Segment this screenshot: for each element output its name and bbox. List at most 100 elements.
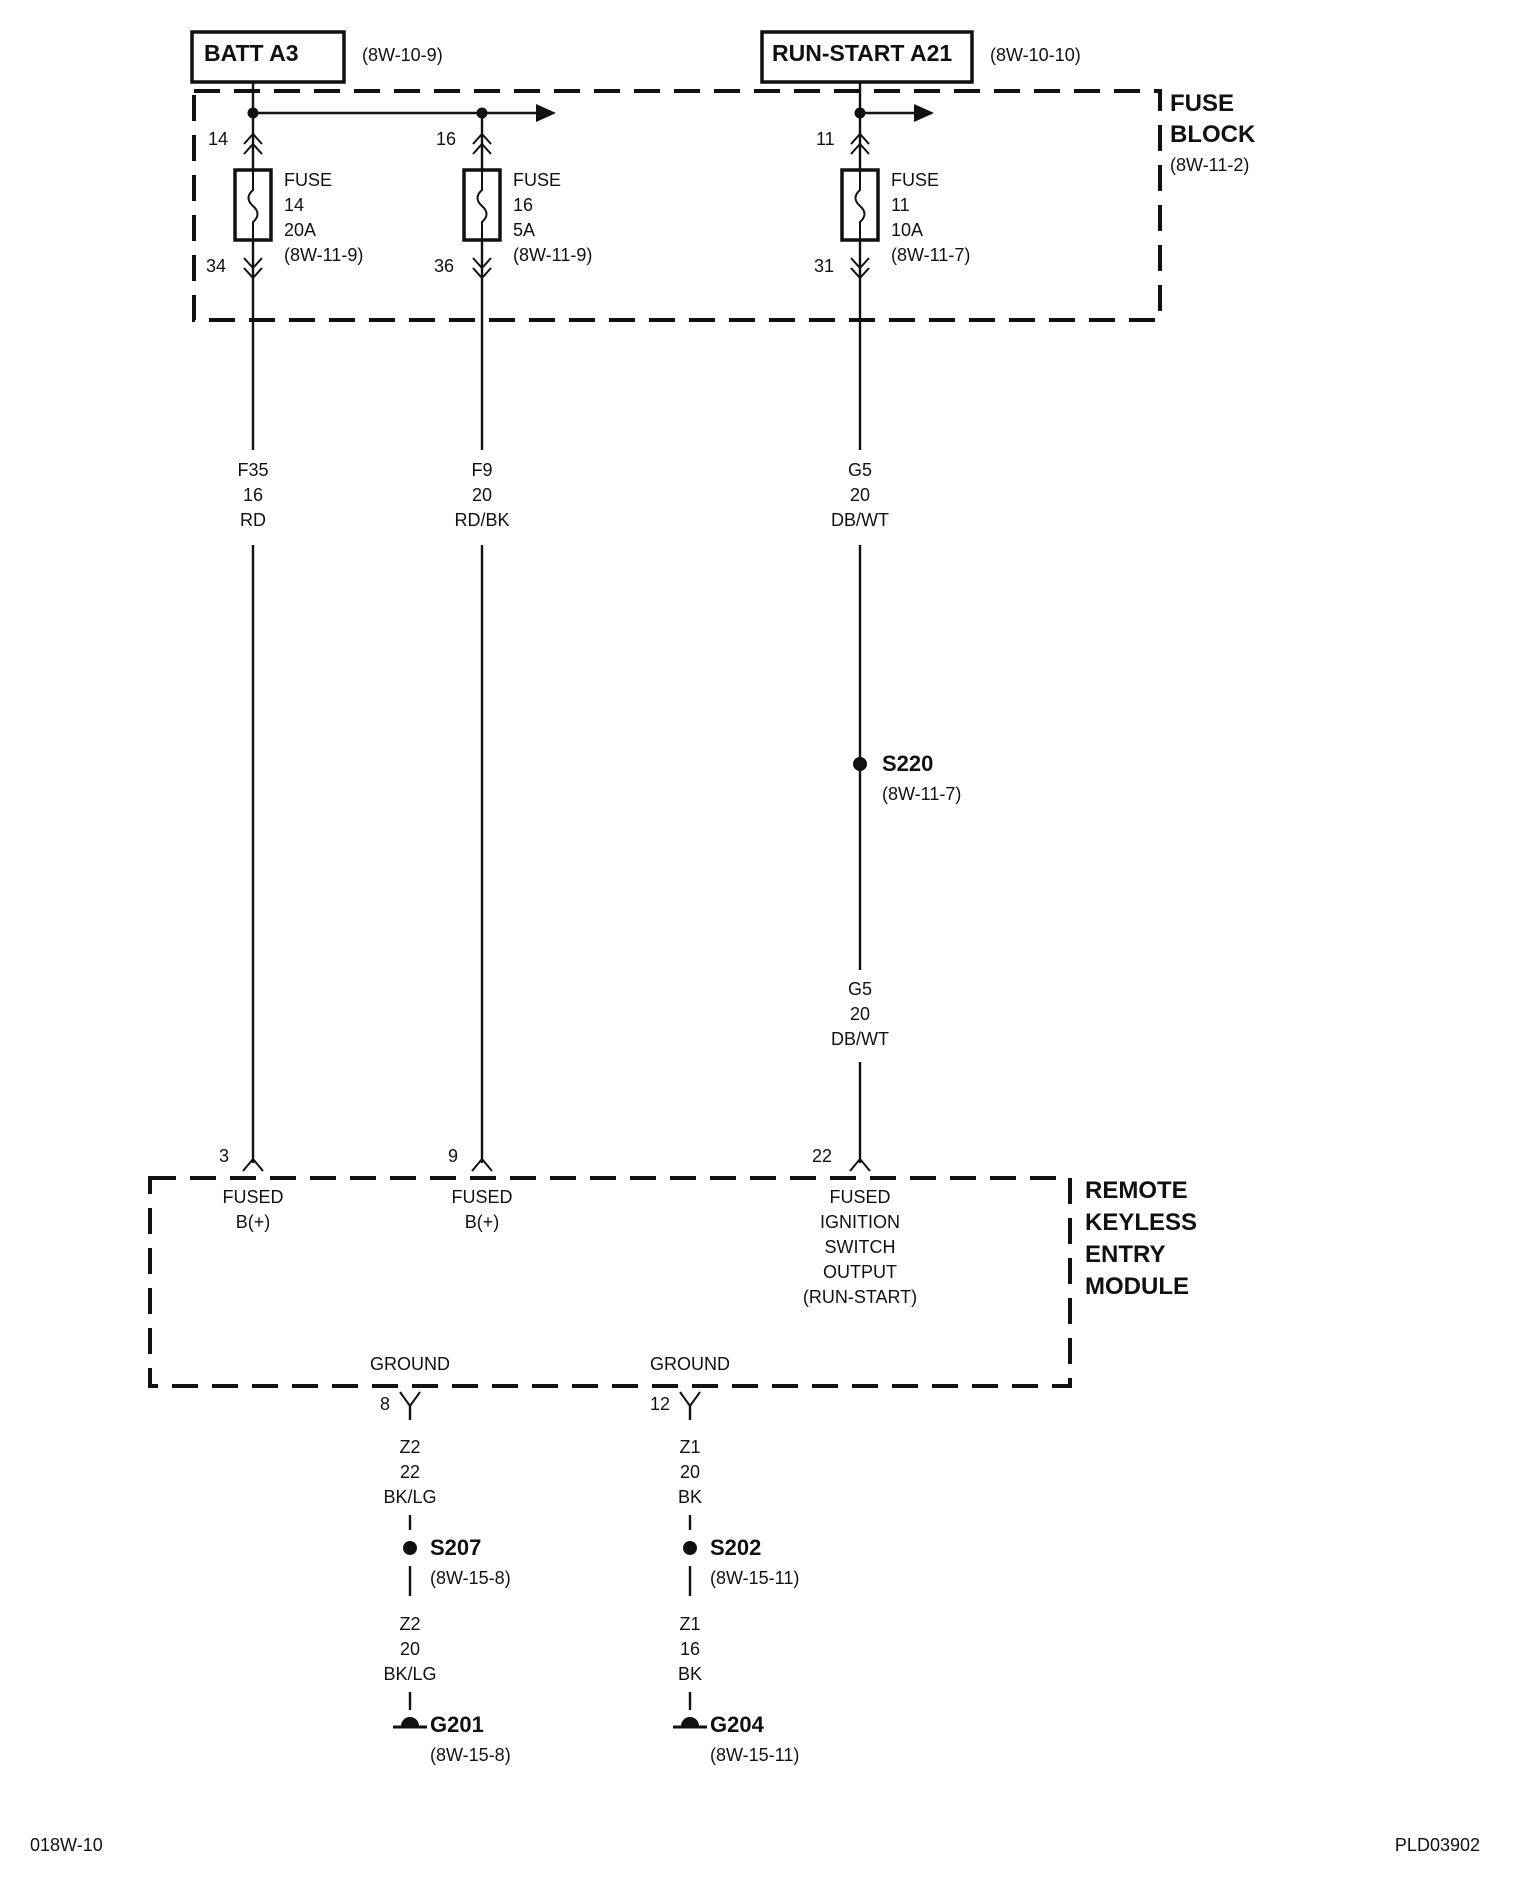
fuse-16-out-connector-icon bbox=[472, 257, 492, 280]
wire-z2-top-color: BK/LG bbox=[383, 1487, 436, 1507]
wire-f9: F9 20 RD/BK bbox=[454, 285, 510, 1163]
wire-z2-bottom-color: BK/LG bbox=[383, 1664, 436, 1684]
fuse-16-in-pin: 16 bbox=[436, 129, 456, 149]
pin-22-label-1: FUSED bbox=[829, 1187, 890, 1207]
fuse-11-in-connector-icon bbox=[850, 132, 870, 155]
fuse-11-number: 11 bbox=[891, 195, 910, 215]
wire-f9-color: RD/BK bbox=[454, 510, 509, 530]
fuse-16-rating: 5A bbox=[513, 220, 535, 240]
run-start-source-ref: (8W-10-10) bbox=[990, 45, 1081, 65]
wire-g5-circuit: G5 bbox=[848, 460, 872, 480]
fuse-14-in-connector-icon bbox=[243, 132, 263, 155]
fuse-14-number: 14 bbox=[284, 195, 304, 215]
fuse-14-rating: 20A bbox=[284, 220, 316, 240]
fuse-16-number: 16 bbox=[513, 195, 533, 215]
pin-9-label-2: B(+) bbox=[465, 1212, 500, 1232]
wire-g5-lower-color: DB/WT bbox=[831, 1029, 889, 1049]
pin-9-connector-icon bbox=[471, 1157, 493, 1172]
wire-z1-top-gauge: 20 bbox=[680, 1462, 700, 1482]
fuse-11-ref: (8W-11-7) bbox=[891, 245, 970, 265]
pin-3-connector-icon bbox=[242, 1157, 264, 1172]
splice-s220-ref: (8W-11-7) bbox=[882, 784, 961, 804]
pin-12-number: 12 bbox=[650, 1394, 670, 1414]
wire-z1-top-circuit: Z1 bbox=[679, 1437, 700, 1457]
splice-s207-dot bbox=[403, 1541, 417, 1555]
wire-g5-lower-gauge: 20 bbox=[850, 1004, 870, 1024]
pin-22-label-3: SWITCH bbox=[825, 1237, 896, 1257]
rke-module-name-3: ENTRY bbox=[1085, 1241, 1165, 1268]
splice-s207-name: S207 bbox=[430, 1535, 481, 1560]
ground-path-left: 8 Z2 22 BK/LG S207 (8W-15-8) Z2 20 BK/LG… bbox=[380, 1391, 511, 1765]
wire-z1-bottom-color: BK bbox=[678, 1664, 702, 1684]
ground-g204-name: G204 bbox=[710, 1712, 765, 1737]
pin-8-number: 8 bbox=[380, 1394, 390, 1414]
fuse-14-out-connector-icon bbox=[243, 257, 263, 280]
batt-bus-arrow-icon bbox=[536, 104, 556, 122]
wire-f9-gauge: 20 bbox=[472, 485, 492, 505]
fuse-16-out-pin: 36 bbox=[434, 256, 454, 276]
wire-f35: F35 16 RD bbox=[237, 285, 269, 1163]
wire-f35-gauge: 16 bbox=[243, 485, 263, 505]
fuse-16-label: FUSE bbox=[513, 170, 561, 190]
fuse-block-ref: (8W-11-2) bbox=[1170, 155, 1249, 175]
fuse-16-ref: (8W-11-9) bbox=[513, 245, 592, 265]
wire-z1-bottom-circuit: Z1 bbox=[679, 1614, 700, 1634]
fuse-block-label-2: BLOCK bbox=[1170, 121, 1256, 148]
rke-module-name-4: MODULE bbox=[1085, 1273, 1189, 1300]
pin-22-number: 22 bbox=[812, 1146, 832, 1166]
run-bus-arrow-icon bbox=[914, 104, 934, 122]
pin-22-label-4: OUTPUT bbox=[823, 1262, 897, 1282]
fuse-11-rating: 10A bbox=[891, 220, 923, 240]
footer-page-code: 018W-10 bbox=[30, 1835, 103, 1855]
wire-z1-bottom-gauge: 16 bbox=[680, 1639, 700, 1659]
fuse-11: 11 31 FUSE 11 10A (8W-11-7) bbox=[814, 113, 970, 285]
footer-figure-id: PLD03902 bbox=[1395, 1835, 1480, 1855]
wire-z2-top-circuit: Z2 bbox=[399, 1437, 420, 1457]
pin-22-label-2: IGNITION bbox=[820, 1212, 900, 1232]
splice-s202-name: S202 bbox=[710, 1535, 761, 1560]
pin-12-connector-icon bbox=[679, 1391, 701, 1408]
fuse-11-element-icon bbox=[854, 170, 866, 240]
ground-path-right: 12 Z1 20 BK S202 (8W-15-11) Z1 16 BK G20… bbox=[650, 1391, 799, 1765]
fuse-block-outline bbox=[192, 89, 1162, 322]
fuse-11-in-pin: 11 bbox=[816, 129, 835, 149]
pin-3-label-2: B(+) bbox=[236, 1212, 271, 1232]
fuse-14: 14 34 FUSE 14 20A (8W-11-9) bbox=[206, 113, 363, 285]
wire-z2-top-gauge: 22 bbox=[400, 1462, 420, 1482]
fuse-16-element-icon bbox=[476, 170, 488, 240]
wire-z1-top-color: BK bbox=[678, 1487, 702, 1507]
batt-source-box bbox=[190, 30, 346, 84]
fuse-14-element-icon bbox=[247, 170, 259, 240]
ground-g201-icon bbox=[401, 1717, 419, 1726]
pin-22-label-5: (RUN-START) bbox=[803, 1287, 917, 1307]
pin-3-label-1: FUSED bbox=[222, 1187, 283, 1207]
wire-g5-color: DB/WT bbox=[831, 510, 889, 530]
batt-source: BATT A3 (8W-10-9) bbox=[190, 30, 443, 84]
ground-g204-icon bbox=[681, 1717, 699, 1726]
pin-9-label-1: FUSED bbox=[451, 1187, 512, 1207]
gnd-12-label: GROUND bbox=[650, 1354, 730, 1374]
splice-s207-ref: (8W-15-8) bbox=[430, 1568, 511, 1588]
wire-f35-color: RD bbox=[240, 510, 266, 530]
fuse-14-in-pin: 14 bbox=[208, 129, 228, 149]
fuse-16: 16 36 FUSE 16 5A (8W-11-9) bbox=[434, 113, 592, 285]
wire-z2-bottom-circuit: Z2 bbox=[399, 1614, 420, 1634]
rke-module-name-1: REMOTE bbox=[1085, 1177, 1188, 1204]
fuse-16-in-connector-icon bbox=[472, 132, 492, 155]
fuse-14-label: FUSE bbox=[284, 170, 332, 190]
wire-g5-gauge: 20 bbox=[850, 485, 870, 505]
splice-s202-ref: (8W-15-11) bbox=[710, 1568, 799, 1588]
pin-9-number: 9 bbox=[448, 1146, 458, 1166]
pin-3-number: 3 bbox=[219, 1146, 229, 1166]
rke-module-outline bbox=[148, 1176, 1072, 1388]
splice-s220-dot bbox=[853, 757, 867, 771]
wire-f35-circuit: F35 bbox=[237, 460, 268, 480]
wire-f9-circuit: F9 bbox=[471, 460, 492, 480]
wire-g5: G5 20 DB/WT S220 (8W-11-7) G5 20 DB/WT bbox=[831, 285, 961, 1163]
fuse-11-out-connector-icon bbox=[850, 257, 870, 280]
fuse-11-label: FUSE bbox=[891, 170, 939, 190]
batt-source-label: BATT A3 bbox=[204, 40, 299, 66]
run-start-source-label: RUN-START A21 bbox=[772, 40, 952, 66]
fuse-11-out-pin: 31 bbox=[814, 256, 834, 276]
